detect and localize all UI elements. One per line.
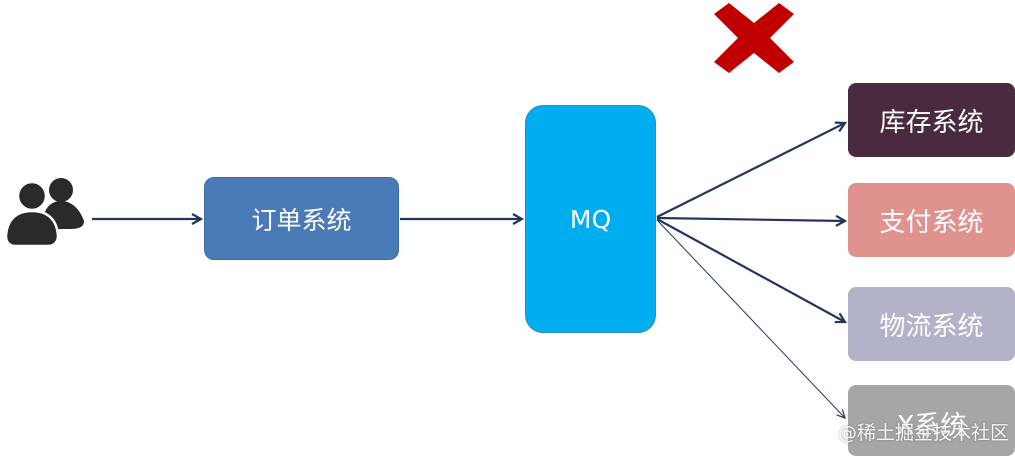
arrow-mq-to-logistics [656, 218, 845, 322]
red-cross-icon [714, 3, 794, 73]
logistics-system-label: 物流系统 [879, 311, 984, 342]
x-system-label: X系统 [896, 411, 967, 441]
arrow-mq-to-payment [656, 218, 845, 221]
payment-system-node: 支付系统 [848, 183, 1015, 257]
arrow-mq-to-inventory [656, 123, 845, 218]
payment-system-label: 支付系统 [879, 207, 984, 238]
logistics-system-node: 物流系统 [848, 287, 1015, 361]
order-system-label: 订单系统 [251, 205, 352, 235]
inventory-system-label: 库存系统 [879, 107, 984, 138]
inventory-system-node: 库存系统 [848, 83, 1015, 157]
x-system-node: X系统 [848, 385, 1015, 456]
users-icon [4, 178, 84, 248]
arrow-mq-to-x [656, 219, 846, 419]
mq-node: MQ [525, 105, 656, 333]
watermark: @稀土掘金技术社区 [838, 422, 1010, 444]
mq-label: MQ [569, 204, 612, 234]
order-system-node: 订单系统 [204, 177, 399, 260]
